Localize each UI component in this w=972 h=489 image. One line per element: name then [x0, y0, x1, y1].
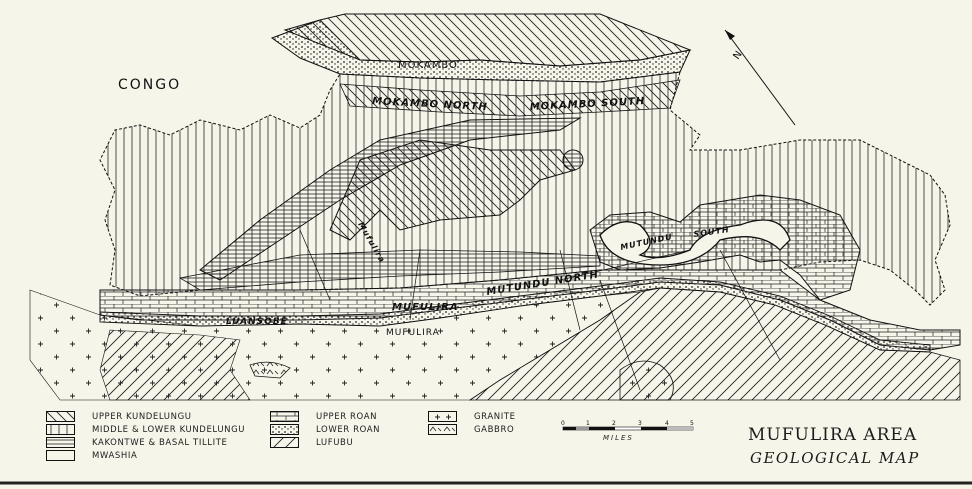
- legend-label: LUFUBU: [316, 437, 354, 448]
- middle-lower-kundelungu-swatch: [46, 424, 75, 435]
- north-arrow-label: N: [731, 48, 745, 61]
- map-subtitle: GEOLOGICAL MAP: [750, 449, 920, 467]
- label-mufulira-mine: MUFULIRA: [392, 302, 459, 313]
- legend-item: MWASHIA: [46, 449, 245, 462]
- scale-tick: 2: [612, 420, 616, 427]
- legend-item: GRANITE: [428, 410, 516, 423]
- label-luansobe: LUANSOBE: [226, 317, 288, 327]
- lufubu-swatch: [270, 437, 299, 448]
- upper-kundelungu-swatch: [46, 411, 75, 422]
- gabbro-body: [249, 361, 291, 379]
- legend-item: MIDDLE & LOWER KUNDELUNGU: [46, 423, 245, 436]
- legend-label: KAKONTWE & BASAL TILLITE: [92, 437, 228, 448]
- mwashia-swatch: [46, 450, 75, 461]
- upper-kundelungu-north-strip: [283, 13, 692, 67]
- legend-column-2: UPPER ROAN LOWER ROAN LUFUBU: [270, 410, 380, 449]
- kakontwe-swatch: [46, 437, 75, 448]
- lower-roan-swatch: [270, 424, 299, 435]
- scale-tick: 1: [586, 420, 590, 427]
- legend-item: LUFUBU: [270, 436, 380, 449]
- scale-tick: 4: [665, 420, 669, 427]
- label-congo: CONGO: [118, 77, 181, 93]
- legend-item: GABBRO: [428, 423, 516, 436]
- legend-label: LOWER ROAN: [316, 424, 381, 435]
- legend-item: LOWER ROAN: [270, 423, 380, 436]
- lufubu-zone-right: [468, 287, 961, 401]
- upper-kundelungu-mokambo-band: [339, 79, 681, 117]
- north-arrow-icon: N: [724, 29, 796, 126]
- legend-item: KAKONTWE & BASAL TILLITE: [46, 436, 245, 449]
- legend-column-3: GRANITE GABBRO: [428, 410, 516, 436]
- scale-unit: MILES: [603, 434, 634, 442]
- scale-bar: 0 1 2 3 4 5: [558, 418, 698, 438]
- kakontwe-band-lower: [178, 249, 601, 291]
- label-mufulira-town: MUFULIRA: [386, 328, 440, 338]
- legend-label: GABBRO: [474, 424, 515, 435]
- legend-label: UPPER KUNDELUNGU: [92, 411, 192, 422]
- upper-roan-mutundu-fold: [589, 194, 861, 301]
- map-title: MUFULIRA AREA: [748, 425, 918, 445]
- legend-item: UPPER ROAN: [270, 410, 380, 423]
- upper-roan-swatch: [270, 411, 299, 422]
- fault-line: [299, 229, 781, 391]
- legend-label: GRANITE: [474, 411, 516, 422]
- gabbro-swatch: [428, 424, 457, 435]
- intrusion-circle: [562, 149, 584, 171]
- kakontwe-arm: [199, 117, 582, 281]
- lufubu-zone-left: [99, 329, 251, 401]
- scale-tick: 3: [638, 420, 642, 427]
- scale-tick: 0: [561, 420, 565, 427]
- legend-item: UPPER KUNDELUNGU: [46, 410, 245, 423]
- mwashia-fold-band: [599, 219, 791, 266]
- granite-swatch: [428, 411, 457, 422]
- legend-label: UPPER ROAN: [316, 411, 378, 422]
- legend-column-1: UPPER KUNDELUNGU MIDDLE & LOWER KUNDELUN…: [46, 410, 245, 462]
- legend-label: MWASHIA: [92, 450, 138, 461]
- label-mokambo: MOKAMBO: [398, 60, 458, 71]
- legend-label: MIDDLE & LOWER KUNDELUNGU: [92, 424, 246, 435]
- scale-tick: 5: [690, 420, 694, 427]
